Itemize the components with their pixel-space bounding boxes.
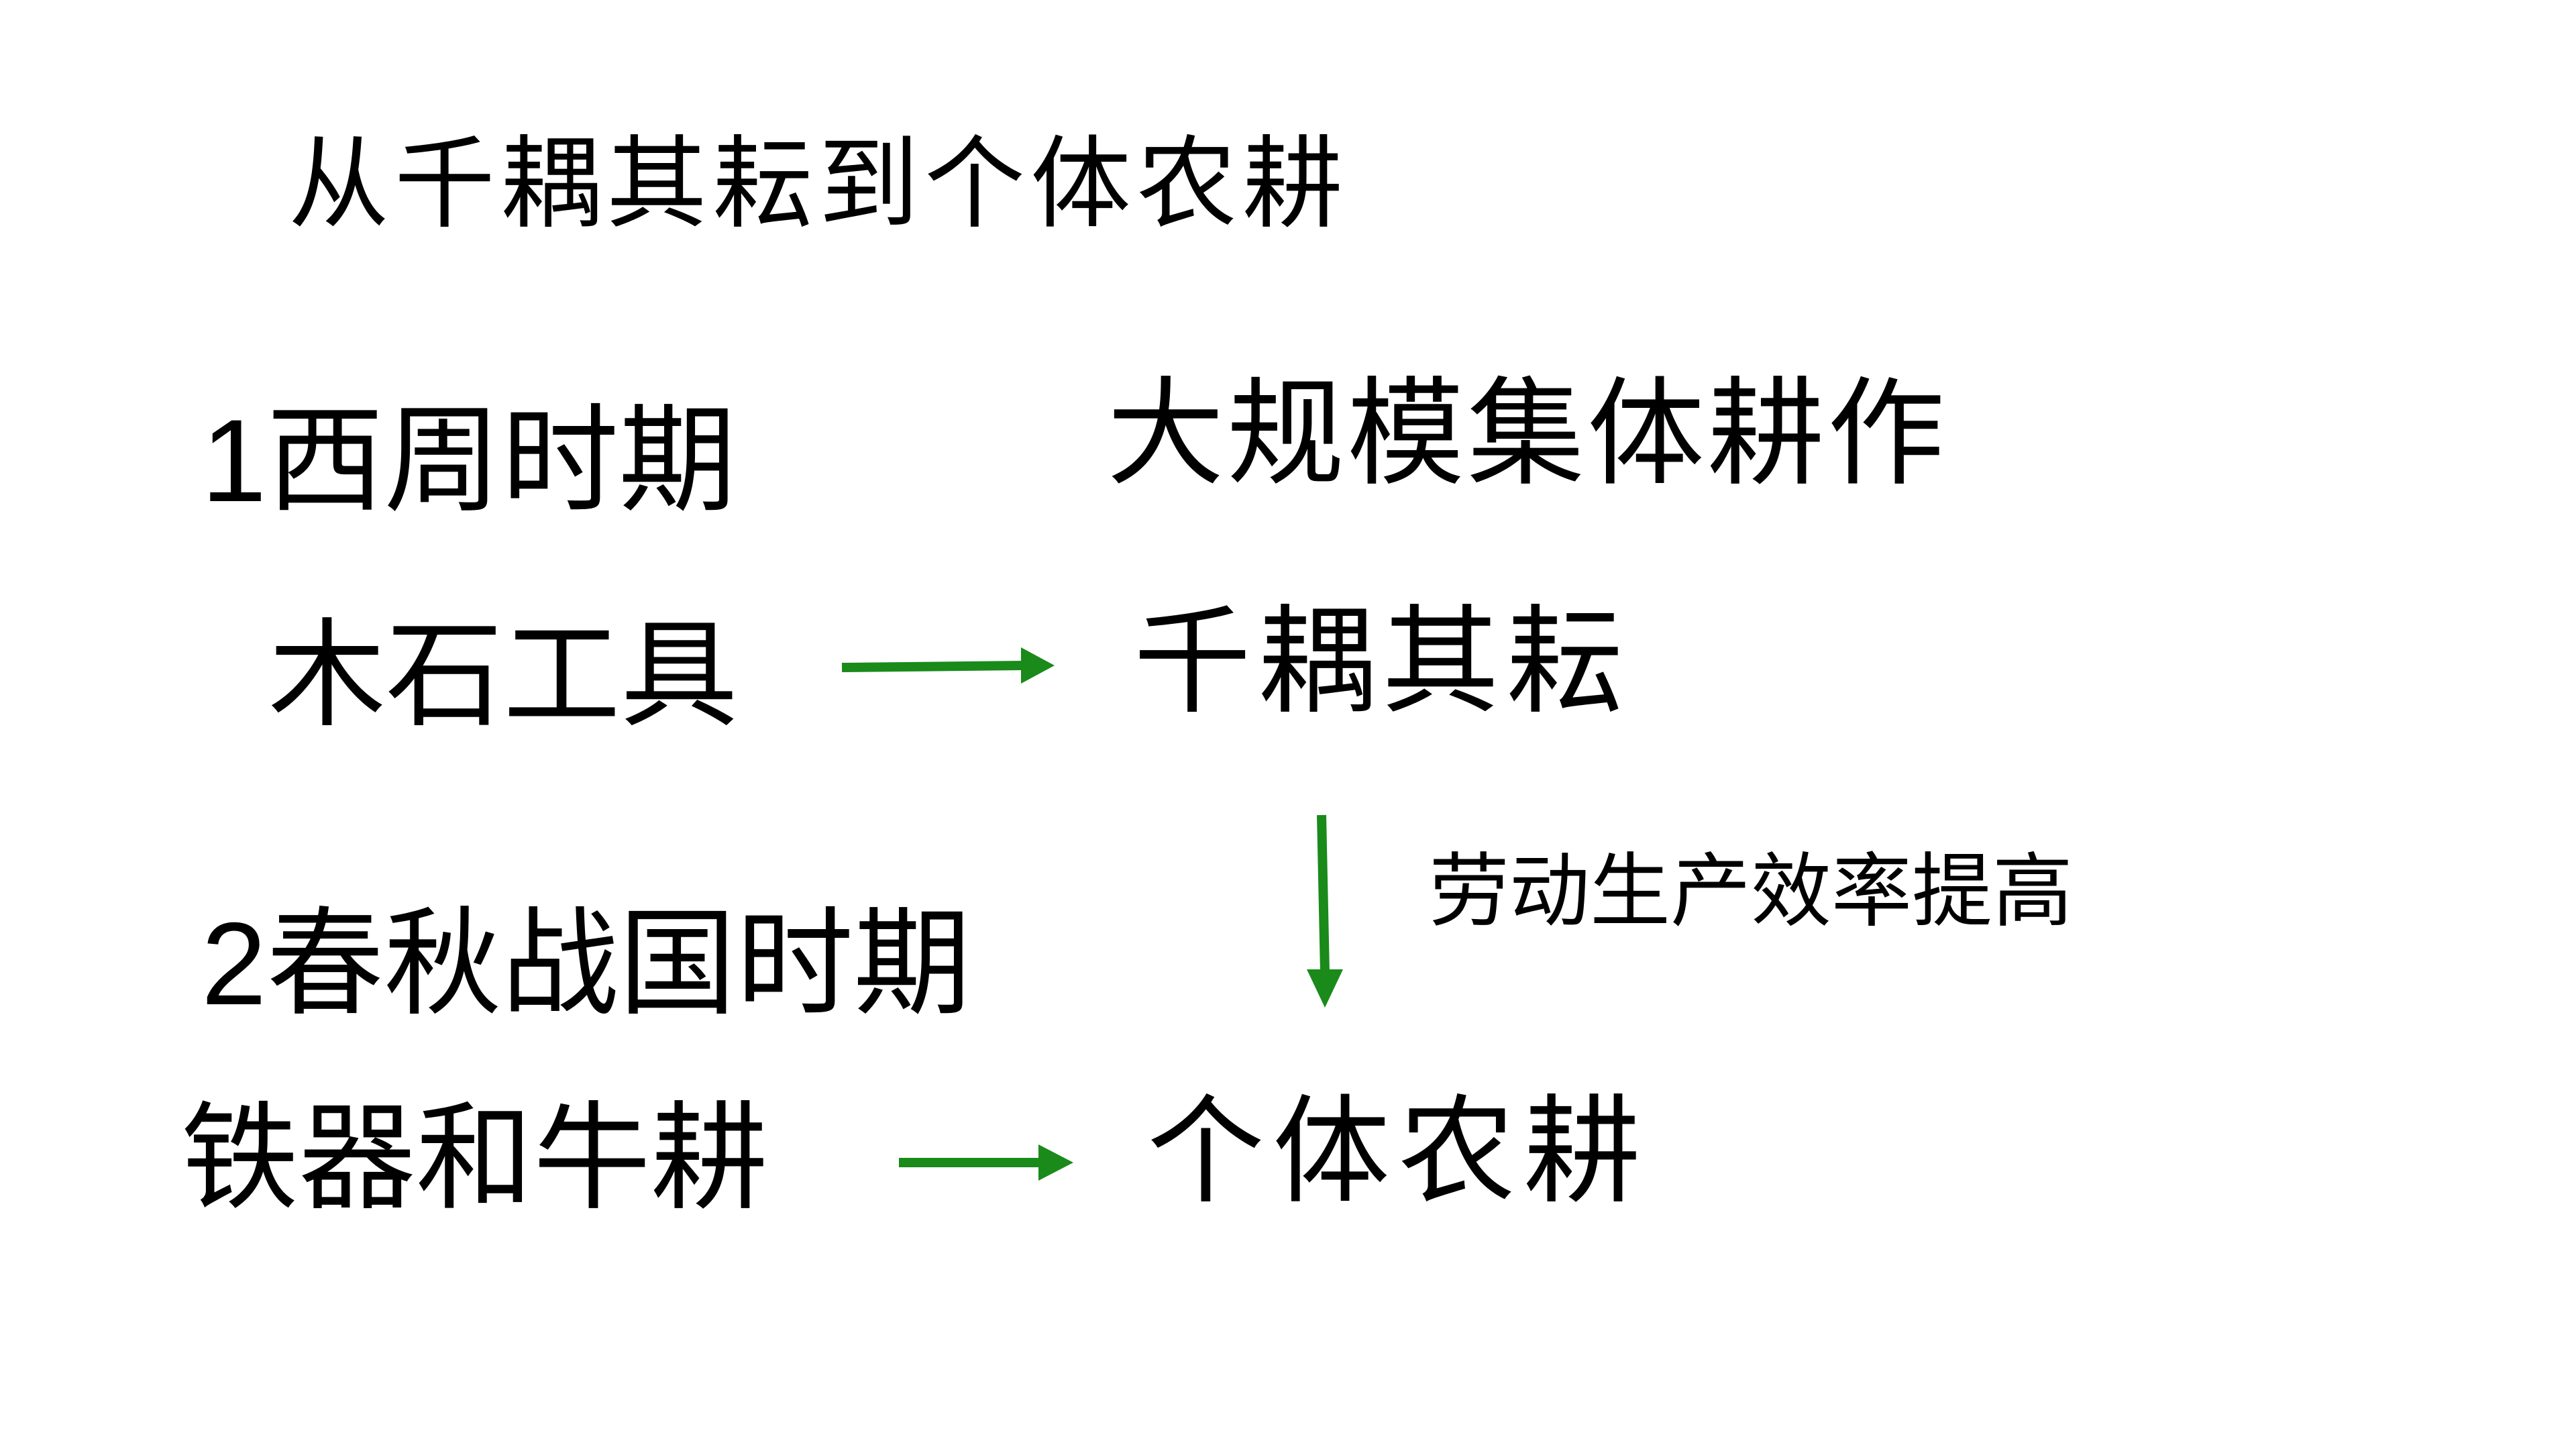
period2-number: 2	[201, 899, 267, 1030]
arrow-right-icon	[841, 647, 1055, 684]
period1-mode-top: 大规模集体耕作	[1107, 366, 1947, 502]
period2-label: 春秋战国时期	[266, 896, 971, 1032]
arrow-line	[1317, 814, 1330, 973]
arrow-head	[1307, 969, 1343, 1008]
slide-title: 从千耦其耘到个体农耕	[288, 126, 1349, 243]
arrow-head	[1038, 1144, 1073, 1181]
arrow-line	[841, 661, 1027, 672]
period1-heading: 1西周时期	[201, 402, 736, 520]
arrow-down-icon	[1307, 814, 1343, 1008]
period2-mode: 个体农耕	[1147, 1084, 1649, 1220]
transition-cause: 劳动生产效率提高	[1429, 845, 2073, 938]
arrow-head	[1021, 647, 1055, 684]
period1-label: 西周时期	[266, 393, 737, 529]
arrow-right-icon	[899, 1144, 1073, 1181]
period1-mode: 千耦其耘	[1134, 594, 1630, 731]
period1-number: 1	[201, 396, 267, 527]
period2-tools: 铁器和牛耕	[181, 1091, 768, 1227]
period2-heading: 2春秋战国时期	[201, 906, 971, 1023]
period1-tools: 木石工具	[268, 608, 738, 744]
